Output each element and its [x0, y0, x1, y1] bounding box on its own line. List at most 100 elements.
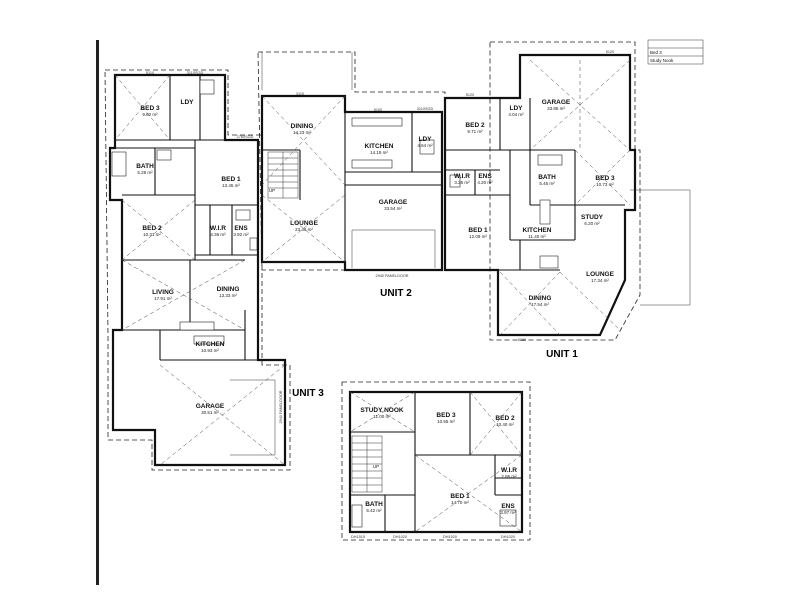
room-area: 13.33 m²	[219, 293, 237, 298]
unit-2-plan	[257, 51, 446, 272]
room-label: KITCHEN	[365, 143, 394, 150]
room-label: GARAGE	[196, 403, 225, 410]
room-area: 5.42 m²	[366, 508, 382, 513]
dimension-label: DH1520	[443, 535, 457, 539]
room-area: 10.40 m²	[496, 422, 514, 427]
unit-3-outer-wall	[108, 73, 287, 467]
room-label: BED 1	[468, 227, 488, 234]
unit-2-label: UNIT 2	[380, 288, 412, 299]
unit-1-outer-wall	[443, 53, 637, 337]
unit-1-internal-walls	[445, 98, 625, 271]
room-area: 14.19 m²	[370, 150, 388, 155]
room-area: 14.23 m²	[293, 130, 311, 135]
dimension-label: DH1515	[351, 535, 365, 539]
room-area: 14.70 m²	[451, 500, 469, 505]
room-area: 10.73 m²	[596, 182, 614, 187]
room-label: LOUNGE	[586, 271, 614, 278]
unit-1-dashed-outline	[489, 41, 641, 341]
room-area: 10.55 m²	[437, 419, 455, 424]
legend-line-2: Study Nook	[650, 58, 674, 63]
room-label: ENS	[501, 503, 515, 510]
room-label: LOUNGE	[290, 220, 318, 227]
unit-2-dashed-outline	[257, 51, 446, 271]
room-label: KITCHEN	[523, 227, 552, 234]
dimension-label: 3110SGD	[187, 71, 204, 75]
dimension-label: 5120	[606, 50, 614, 54]
scan-left-edge	[96, 40, 99, 585]
dimension-label: 3110	[296, 92, 304, 96]
room-area: 13.45 m²	[222, 183, 240, 188]
room-area: 3.26 m²	[454, 180, 470, 185]
room-area: 3.92 m²	[233, 232, 249, 237]
room-area: 9.71 m²	[467, 129, 483, 134]
room-label: BATH	[136, 163, 154, 170]
room-area: 10.93 m²	[201, 348, 219, 353]
upper-floor-internal-walls	[350, 392, 522, 532]
unit-2-outer-wall	[260, 94, 444, 272]
room-label: BATH	[538, 174, 556, 181]
room-label: DINING	[529, 295, 552, 302]
dimension-label: 2940 PANELDOOR	[279, 390, 283, 423]
room-label: W.I.R	[210, 225, 226, 232]
dimension-label: 2760SGD	[237, 135, 254, 139]
room-label: GARAGE	[542, 99, 571, 106]
dimension-label: DH1020	[393, 535, 407, 539]
room-area: 17.54 m²	[531, 302, 549, 307]
room-label: BED 3	[595, 175, 615, 182]
room-area: 33.86 m²	[547, 106, 565, 111]
room-area: 33.54 m²	[384, 206, 402, 211]
room-label: ENS	[478, 173, 492, 180]
room-area: 4.64 m²	[417, 143, 433, 148]
room-label: LDY	[510, 105, 524, 112]
unit-3-label: UNIT 3	[292, 388, 324, 399]
room-area: 5.28 m²	[137, 170, 153, 175]
room-label: BED 3	[436, 412, 456, 419]
unit-3-dashed-outline	[104, 69, 291, 471]
room-label: ENS	[234, 225, 248, 232]
room-label: LDY	[419, 136, 433, 143]
room-area: 9.82 m²	[142, 112, 158, 117]
dimension-label: 5180	[518, 338, 526, 342]
stair-up-label: UP	[373, 464, 379, 469]
upper-floor-dashed-outline	[341, 381, 531, 541]
room-label: LDY	[181, 99, 195, 106]
room-label: BED 2	[495, 415, 515, 422]
room-label: W.I.R	[501, 467, 517, 474]
stair-up-label: UP	[269, 188, 275, 193]
room-label: BED 1	[221, 176, 241, 183]
legend-line-1: Bed 3	[650, 50, 662, 55]
room-area: 17.34 m²	[591, 278, 609, 283]
unit-3-plan	[104, 69, 291, 471]
room-area: 4.36 m²	[210, 232, 226, 237]
upper-floor-stair	[351, 435, 383, 493]
room-label: DINING	[291, 123, 314, 130]
room-area: 4.04 m²	[508, 112, 524, 117]
legend: Bed 3 Study Nook	[647, 39, 704, 65]
room-label: LIVING	[152, 289, 174, 296]
room-area: 4.20 m²	[477, 180, 493, 185]
unit-2-internal-walls	[262, 112, 442, 262]
dimension-label: 5120	[466, 93, 474, 97]
room-area: 11.00 m²	[373, 414, 391, 419]
unit-1-plan	[443, 41, 691, 341]
room-label: STUDY NOOK	[360, 407, 404, 414]
room-label: BED 1	[450, 493, 470, 500]
room-label: BED 2	[142, 225, 162, 232]
room-label: BATH	[365, 501, 383, 508]
upper-floor-outer-wall	[348, 390, 524, 534]
room-area: 11.40 m²	[528, 234, 546, 239]
room-label: KITCHEN	[196, 341, 225, 348]
dimension-label: 2940 PANELDOOR	[375, 274, 408, 278]
unit-1-label: UNIT 1	[546, 349, 578, 360]
room-label: BED 2	[465, 122, 485, 129]
room-area: 3.97 m²	[500, 510, 516, 515]
room-label: DINING	[217, 286, 240, 293]
room-label: GARAGE	[379, 199, 408, 206]
room-area: 17.91 m²	[154, 296, 172, 301]
dimension-label: 5110	[146, 71, 154, 75]
dimension-label: 5100	[374, 108, 382, 112]
room-area: 5.46 m²	[539, 181, 555, 186]
room-area: 30.51 m²	[201, 410, 219, 415]
room-area: 2.85 m²	[501, 474, 517, 479]
